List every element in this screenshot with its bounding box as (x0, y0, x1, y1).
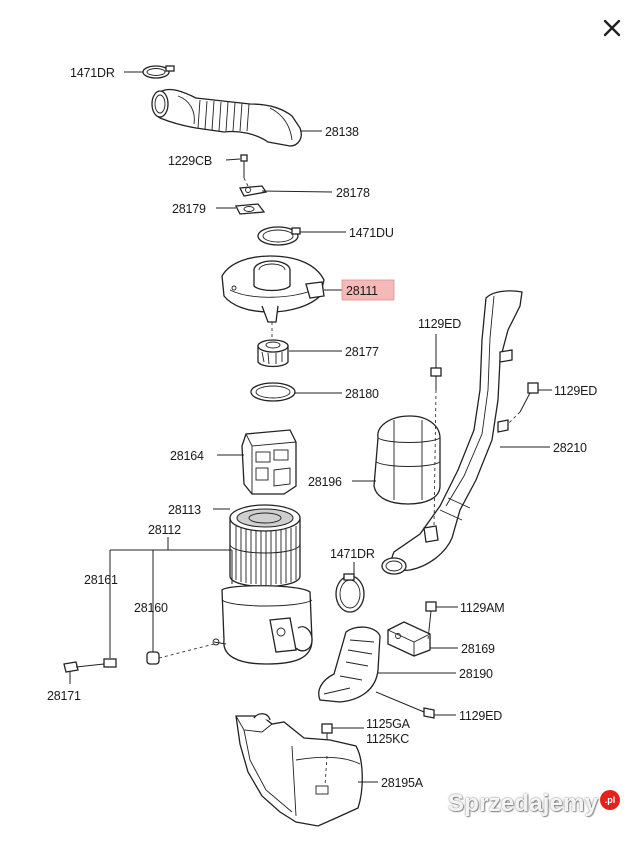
label-1471dr-mid: 1471DR (330, 547, 375, 561)
group-bracket-28112 (109, 537, 233, 658)
lower-housing-28195a (235, 713, 363, 827)
label-28190: 28190 (459, 667, 493, 681)
lower-guide-28190 (318, 626, 381, 703)
label-1125ga: 1125GA (366, 717, 411, 731)
grommet-28160 (146, 651, 160, 665)
label-28178: 28178 (336, 186, 370, 200)
close-icon (603, 19, 621, 37)
fastener-28171 (63, 661, 105, 673)
label-28179: 28179 (172, 202, 206, 216)
label-1129ed-right: 1129ED (554, 384, 597, 398)
label-1471dr-top: 1471DR (70, 66, 115, 80)
label-28138: 28138 (325, 125, 359, 139)
bracket-28178 (238, 185, 268, 197)
bolt-1129am (425, 601, 437, 631)
label-28164: 28164 (170, 449, 204, 463)
label-28210: 28210 (553, 441, 587, 455)
intake-hose-28138 (151, 88, 302, 147)
label-1471du: 1471DU (349, 226, 394, 240)
bracket-block-28164 (241, 429, 297, 495)
spacer-28161 (103, 658, 117, 668)
clamp-1471dr-mid (335, 573, 365, 613)
resonator-28196 (373, 415, 441, 505)
bolt-1229cb (240, 154, 248, 178)
bolt-1129ed-top (430, 367, 442, 390)
top-cover-28111 (221, 255, 325, 323)
label-28113: 28113 (168, 503, 201, 517)
dashed-guides (158, 177, 521, 787)
label-28161: 28161 (84, 573, 118, 587)
leader-lines (69, 71, 552, 783)
label-28180: 28180 (345, 387, 379, 401)
clamp-1471dr-top (142, 65, 175, 79)
watermark-badge: .pl (600, 790, 620, 810)
gasket-28179 (234, 203, 266, 215)
filter-element-28113 (229, 504, 301, 588)
watermark-text: Sprzedajemy (448, 790, 599, 817)
bolt-1129ed-bottom (423, 707, 435, 719)
label-28169: 28169 (461, 642, 495, 656)
label-1125kc: 1125KC (366, 732, 409, 746)
valve-28177 (257, 339, 289, 368)
label-28160: 28160 (134, 601, 168, 615)
bracket-28169 (387, 621, 431, 657)
close-button[interactable] (596, 12, 628, 44)
clamp-1471du (257, 226, 301, 246)
label-1129am: 1129AM (460, 601, 504, 615)
label-1129ed-bottom: 1129ED (459, 709, 502, 723)
part-labels: 1471DR 28138 1229CB 28178 28179 1471DU 2… (47, 66, 597, 790)
label-28196: 28196 (308, 475, 342, 489)
label-28111: 28111 (346, 284, 378, 298)
bolt-1129ed-right (519, 382, 539, 413)
highlight-28111 (341, 279, 395, 301)
filter-housing-28112 (212, 585, 313, 665)
label-28177: 28177 (345, 345, 379, 359)
air-duct-28210 (381, 290, 523, 575)
label-28195a: 28195A (381, 776, 424, 790)
label-28112: 28112 (148, 523, 181, 537)
label-1229cb: 1229CB (168, 154, 212, 168)
label-1129ed-top: 1129ED (418, 317, 461, 331)
o-ring-28180 (250, 382, 296, 402)
label-28171: 28171 (47, 689, 81, 703)
